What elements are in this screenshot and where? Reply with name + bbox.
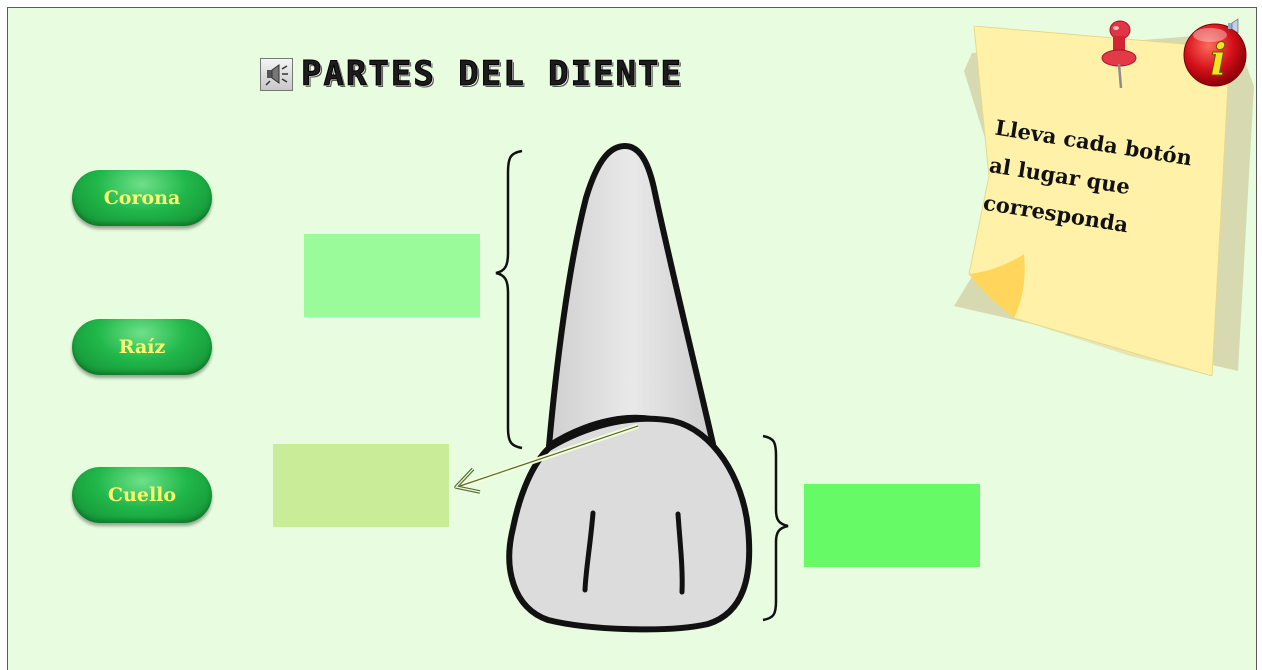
drag-button-cuello[interactable]: Cuello bbox=[72, 467, 212, 523]
drop-target-crown[interactable] bbox=[804, 484, 980, 567]
info-icon[interactable]: i bbox=[1180, 17, 1250, 87]
speaker-icon bbox=[264, 64, 288, 86]
drop-target-neck[interactable] bbox=[273, 444, 449, 527]
brace-crown bbox=[762, 434, 789, 622]
pushpin-icon bbox=[1101, 20, 1137, 89]
drag-button-corona[interactable]: Corona bbox=[72, 170, 212, 226]
neck-arrow bbox=[454, 423, 639, 494]
drag-button-raiz[interactable]: Raíz bbox=[72, 319, 212, 375]
tooth-root bbox=[546, 143, 716, 449]
info-letter: i bbox=[1210, 35, 1227, 86]
activity-canvas: PARTES DEL DIENTE Corona Raíz Cuello bbox=[7, 7, 1257, 670]
title-row: PARTES DEL DIENTE bbox=[260, 54, 683, 95]
speaker-button[interactable] bbox=[260, 57, 293, 91]
brace-root bbox=[495, 149, 523, 450]
tooth-crown-line-left bbox=[582, 510, 596, 593]
drop-target-root[interactable] bbox=[304, 234, 480, 317]
small-speaker-icon bbox=[1228, 18, 1239, 34]
instruction-note bbox=[954, 26, 1254, 376]
tooth-crown-line-right bbox=[675, 511, 685, 595]
tooth-crown bbox=[506, 415, 753, 633]
page-title: PARTES DEL DIENTE bbox=[301, 54, 683, 95]
